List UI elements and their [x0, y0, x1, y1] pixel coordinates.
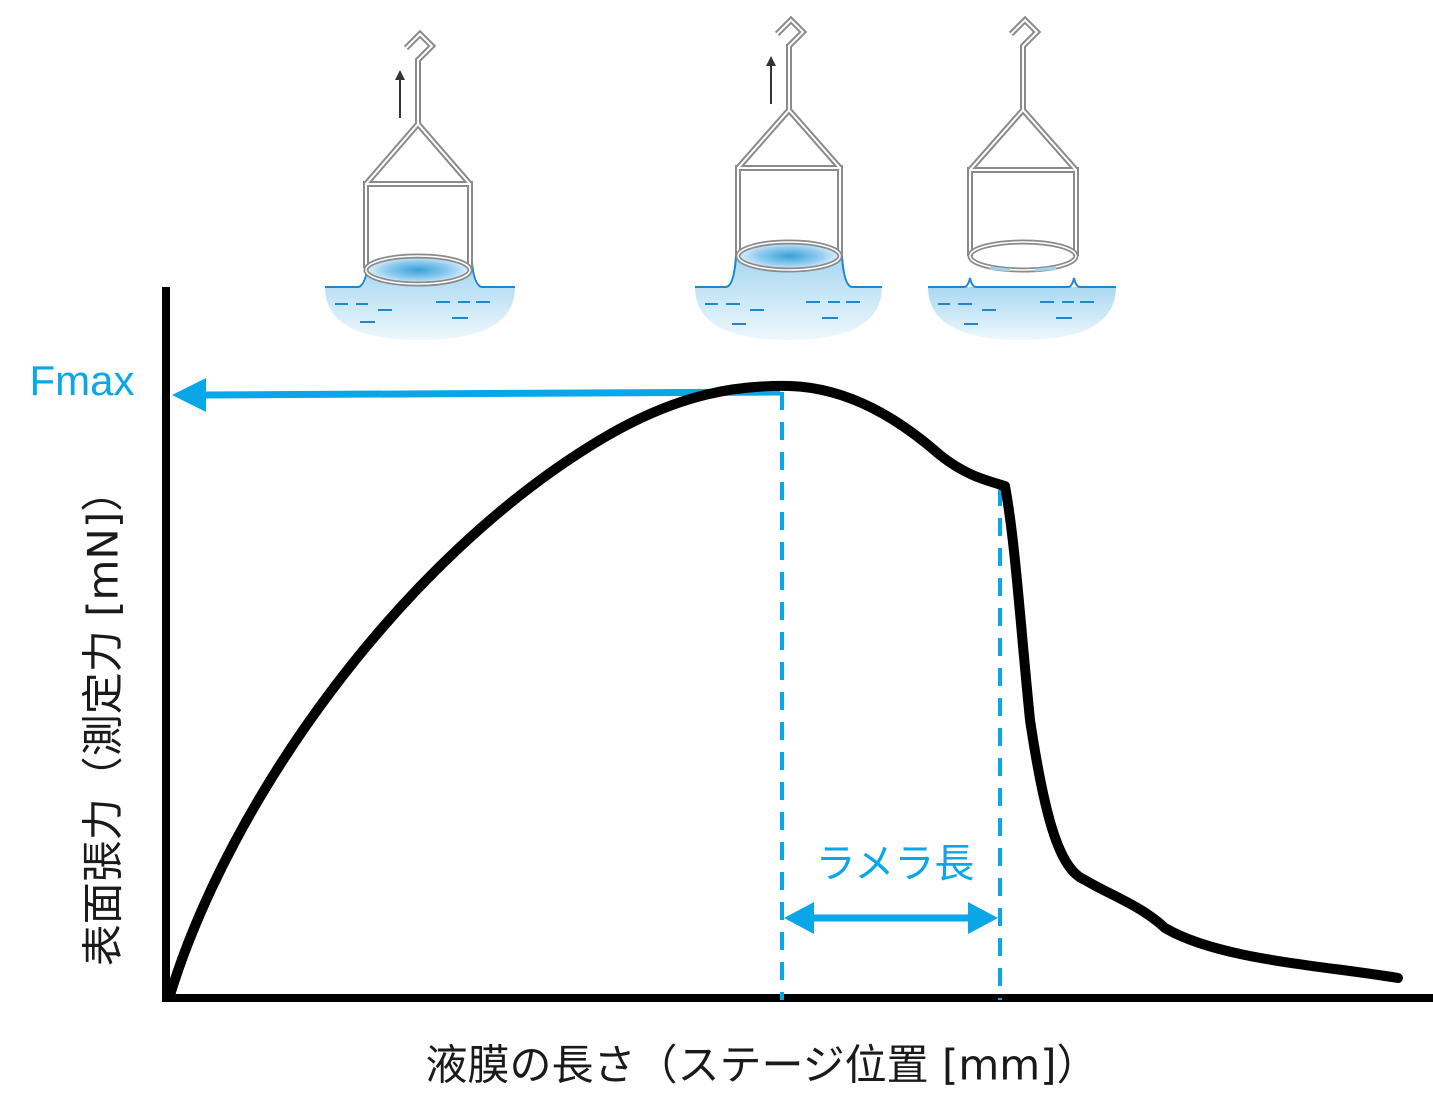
x-axis-label: 液膜の長さ（ステージ位置 [mm]）	[425, 1040, 1099, 1090]
water-ripple-marks	[938, 301, 1094, 325]
water-surface	[928, 277, 1116, 288]
ring-illustration-3	[928, 15, 1116, 340]
water-ripple-marks	[705, 301, 860, 325]
y-axis-label: 表面張力（測定力 [mN]）	[78, 469, 128, 967]
up-arrow-icon	[766, 56, 776, 104]
lamella-length-arrow	[784, 902, 998, 934]
water-surface	[695, 255, 882, 288]
water-bath	[695, 258, 882, 340]
water-ripple-marks	[335, 301, 490, 323]
water-bath	[928, 287, 1116, 340]
ring-illustration-2	[695, 15, 882, 340]
fmax-arrow	[172, 378, 781, 412]
lamella-length-label: ラメラ長	[815, 841, 975, 887]
up-arrow-icon	[395, 70, 405, 118]
force-curve	[165, 380, 1403, 1000]
broken-film-marks	[989, 266, 1057, 272]
fmax-label: Fmax	[29, 357, 135, 404]
ring-illustration-1	[325, 29, 515, 340]
